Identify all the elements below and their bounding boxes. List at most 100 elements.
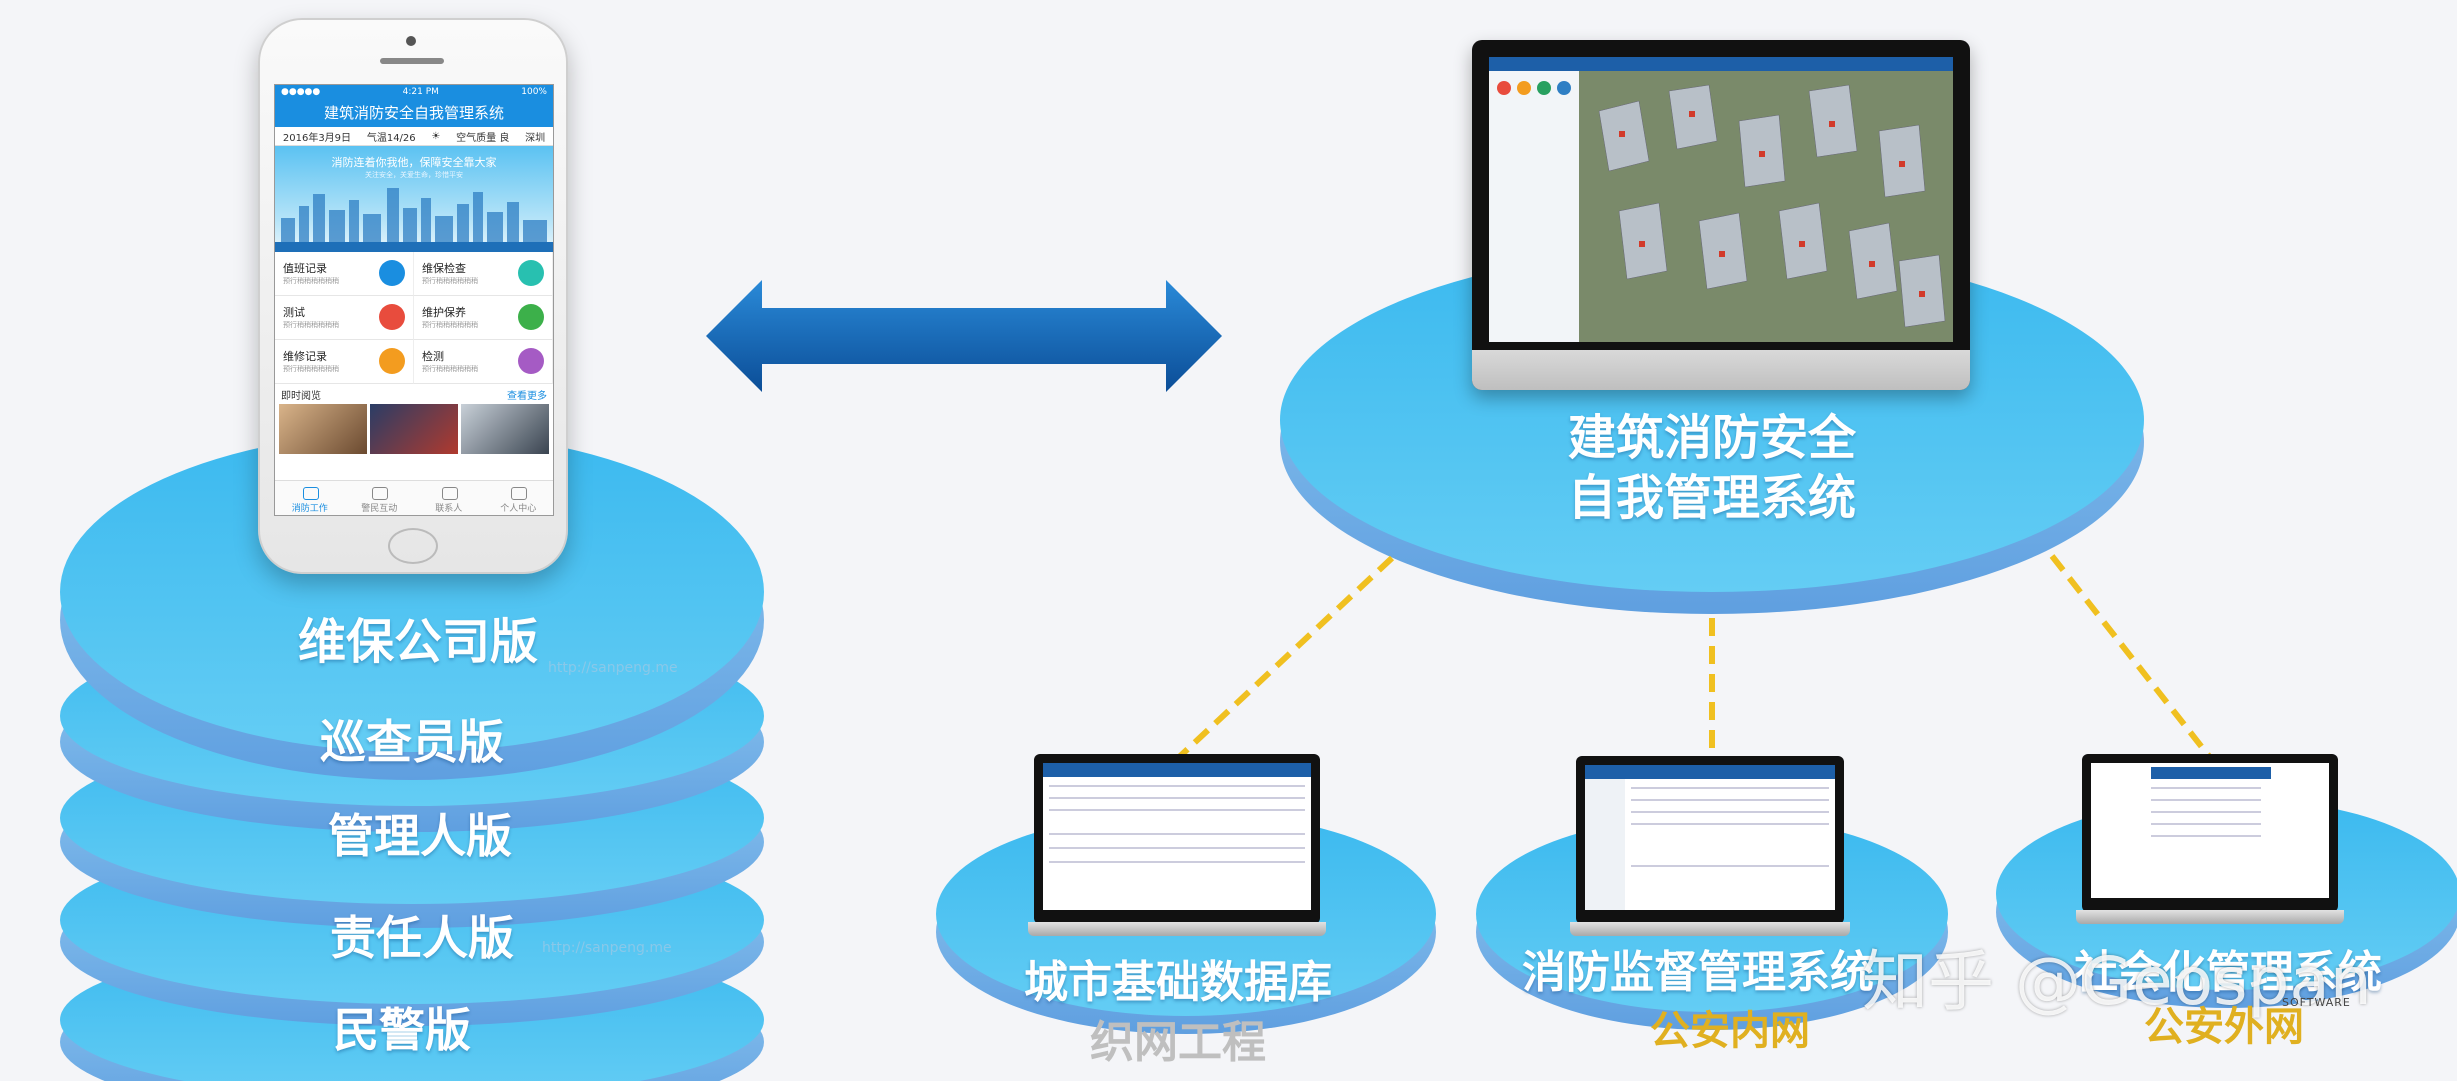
news-thumbnails — [275, 404, 553, 454]
info-temperature: 气温14/26 — [366, 132, 416, 144]
tab-contacts[interactable]: 联系人 — [414, 481, 484, 515]
table-line — [1049, 797, 1305, 799]
grid-item-upkeep[interactable]: 维护保养 预行稍稍稍稍稍稍 — [414, 296, 553, 340]
app-title: 建筑消防安全自我管理系统 — [275, 99, 553, 127]
news-more-link[interactable]: 查看更多 — [507, 390, 547, 402]
function-grid: 值班记录 预行稍稍稍稍稍稍 维保检查 预行稍稍稍稍稍稍 测试 预行稍稍稍稍稍稍 … — [275, 252, 553, 384]
grid-item-title: 测试 — [283, 306, 305, 319]
disc-stack — [60, 432, 764, 1081]
main-system-title-line1: 建筑消防安全 — [1567, 410, 1857, 466]
stack-label-responsible-person: 责任人版 — [330, 911, 514, 965]
hands-icon — [518, 304, 544, 330]
laptop-city-database — [1028, 754, 1326, 936]
laptop-fire-supervision — [1570, 756, 1850, 936]
monitor-app-header — [1489, 57, 1953, 71]
speaker-grille — [380, 58, 444, 64]
monitor-side-panel — [1489, 71, 1580, 342]
info-city: 深圳 — [525, 132, 546, 144]
main-system-title-line2: 自我管理系统 — [1567, 470, 1857, 526]
software-tag: SOFTWARE — [2282, 996, 2351, 1009]
table-line — [1049, 833, 1305, 835]
tab-bar: 消防工作 警民互动 联系人 个人中心 — [275, 480, 553, 515]
laptop-side-menu — [1585, 779, 1625, 910]
node-title-social-management: 社会化管理系统 — [2074, 947, 2382, 998]
grid-item-desc: 预行稍稍稍稍稍稍 — [283, 277, 339, 285]
grid-item-repair-log[interactable]: 维修记录 预行稍稍稍稍稍稍 — [275, 340, 414, 384]
link-to-node-3 — [2049, 554, 2215, 762]
table-line — [2151, 811, 2261, 813]
table-line — [2151, 835, 2261, 837]
grid-item-desc: 预行稍稍稍稍稍稍 — [422, 365, 478, 373]
tools-icon — [379, 348, 405, 374]
news-header: 即时阅览 查看更多 — [275, 384, 553, 404]
table-line — [1049, 847, 1305, 849]
grid-item-desc: 预行稍稍稍稍稍稍 — [283, 321, 339, 329]
grid-item-inspection[interactable]: 检测 预行稍稍稍稍稍稍 — [414, 340, 553, 384]
grid-item-title: 值班记录 — [283, 262, 327, 275]
status-bar: ●●●●● 4:21 PM 100% — [275, 85, 553, 99]
battery-level: 100% — [521, 87, 547, 97]
node-title-city-database: 城市基础数据库 — [1024, 957, 1332, 1008]
chip-icon — [379, 304, 405, 330]
laptop-screen — [2091, 763, 2329, 898]
laptop-screen — [1043, 763, 1311, 910]
chat-icon — [372, 487, 389, 500]
node-sub-police-extranet: 公安外网 — [2144, 1004, 2304, 1050]
table-line — [1049, 809, 1305, 811]
checklist-icon — [518, 260, 544, 286]
laptop-app-header — [1043, 763, 1311, 777]
phone-screen: ●●●●● 4:21 PM 100% 建筑消防安全自我管理系统 2016年3月9… — [274, 84, 554, 516]
monitor-screen — [1489, 57, 1953, 342]
stack-label-inspector: 巡查员版 — [320, 715, 504, 769]
city-3d-map — [1579, 71, 1953, 342]
table-line — [2151, 799, 2261, 801]
user-icon — [511, 487, 528, 500]
laptop-base — [1570, 922, 1850, 936]
table-line — [1631, 823, 1829, 825]
news-thumb-1[interactable] — [279, 404, 367, 454]
table-line — [1049, 861, 1305, 863]
banner-subslogan: 关注安全，关爱生命，珍惜平安 — [365, 171, 463, 179]
laptop-base — [2076, 910, 2344, 924]
watermark-2: http://sanpeng.me — [542, 940, 672, 956]
tab-label: 联系人 — [435, 504, 463, 514]
grid-item-duty-log[interactable]: 值班记录 预行稍稍稍稍稍稍 — [275, 252, 414, 296]
node-sub-police-intranet: 公安内网 — [1650, 1008, 1810, 1054]
normal-icon — [1537, 81, 1551, 95]
contacts-icon — [441, 487, 458, 500]
monitor-chin — [1472, 350, 1970, 390]
shield-icon — [518, 348, 544, 374]
node-sub-network-project: 织网工程 — [1090, 1017, 1266, 1068]
sun-icon: ☀ — [431, 130, 441, 142]
table-line — [2151, 823, 2261, 825]
news-thumb-3[interactable] — [461, 404, 549, 454]
home-icon — [302, 487, 319, 500]
tab-label: 警民互动 — [361, 504, 398, 514]
laptop-social-management — [2076, 754, 2344, 924]
tab-label: 消防工作 — [291, 504, 328, 514]
grid-item-test[interactable]: 测试 预行稍稍稍稍稍稍 — [275, 296, 414, 340]
tab-profile[interactable]: 个人中心 — [484, 481, 554, 515]
grid-item-title: 检测 — [422, 350, 444, 363]
mobile-phone: ●●●●● 4:21 PM 100% 建筑消防安全自我管理系统 2016年3月9… — [258, 18, 568, 574]
tab-police-interaction[interactable]: 警民互动 — [345, 481, 415, 515]
tab-fire-work[interactable]: 消防工作 — [275, 481, 345, 515]
home-button[interactable] — [388, 528, 438, 564]
stack-label-maintenance-company: 维保公司版 — [297, 614, 539, 670]
tab-label: 个人中心 — [500, 504, 537, 514]
laptop-app-header — [1585, 765, 1835, 779]
banner[interactable]: 消防连着你我他，保障安全靠大家 关注安全，关爱生命，珍惜平安 — [275, 146, 553, 252]
table-line — [1631, 799, 1829, 801]
zhihu-watermark: 知乎 @Geospan — [1862, 943, 2372, 1020]
grid-item-desc: 预行稍稍稍稍稍稍 — [422, 277, 478, 285]
node-title-fire-supervision: 消防监督管理系统 — [1522, 947, 1874, 998]
grid-item-desc: 预行稍稍稍稍稍稍 — [422, 321, 478, 329]
news-thumb-2[interactable] — [370, 404, 458, 454]
table-line — [1631, 811, 1829, 813]
grid-item-title: 维修记录 — [283, 350, 327, 363]
grid-item-maintenance-check[interactable]: 维保检查 预行稍稍稍稍稍稍 — [414, 252, 553, 296]
stack-label-manager: 管理人版 — [328, 809, 512, 863]
fault-icon — [1517, 81, 1531, 95]
laptop-base — [1028, 922, 1326, 936]
watermark-1: http://sanpeng.me — [548, 660, 678, 676]
